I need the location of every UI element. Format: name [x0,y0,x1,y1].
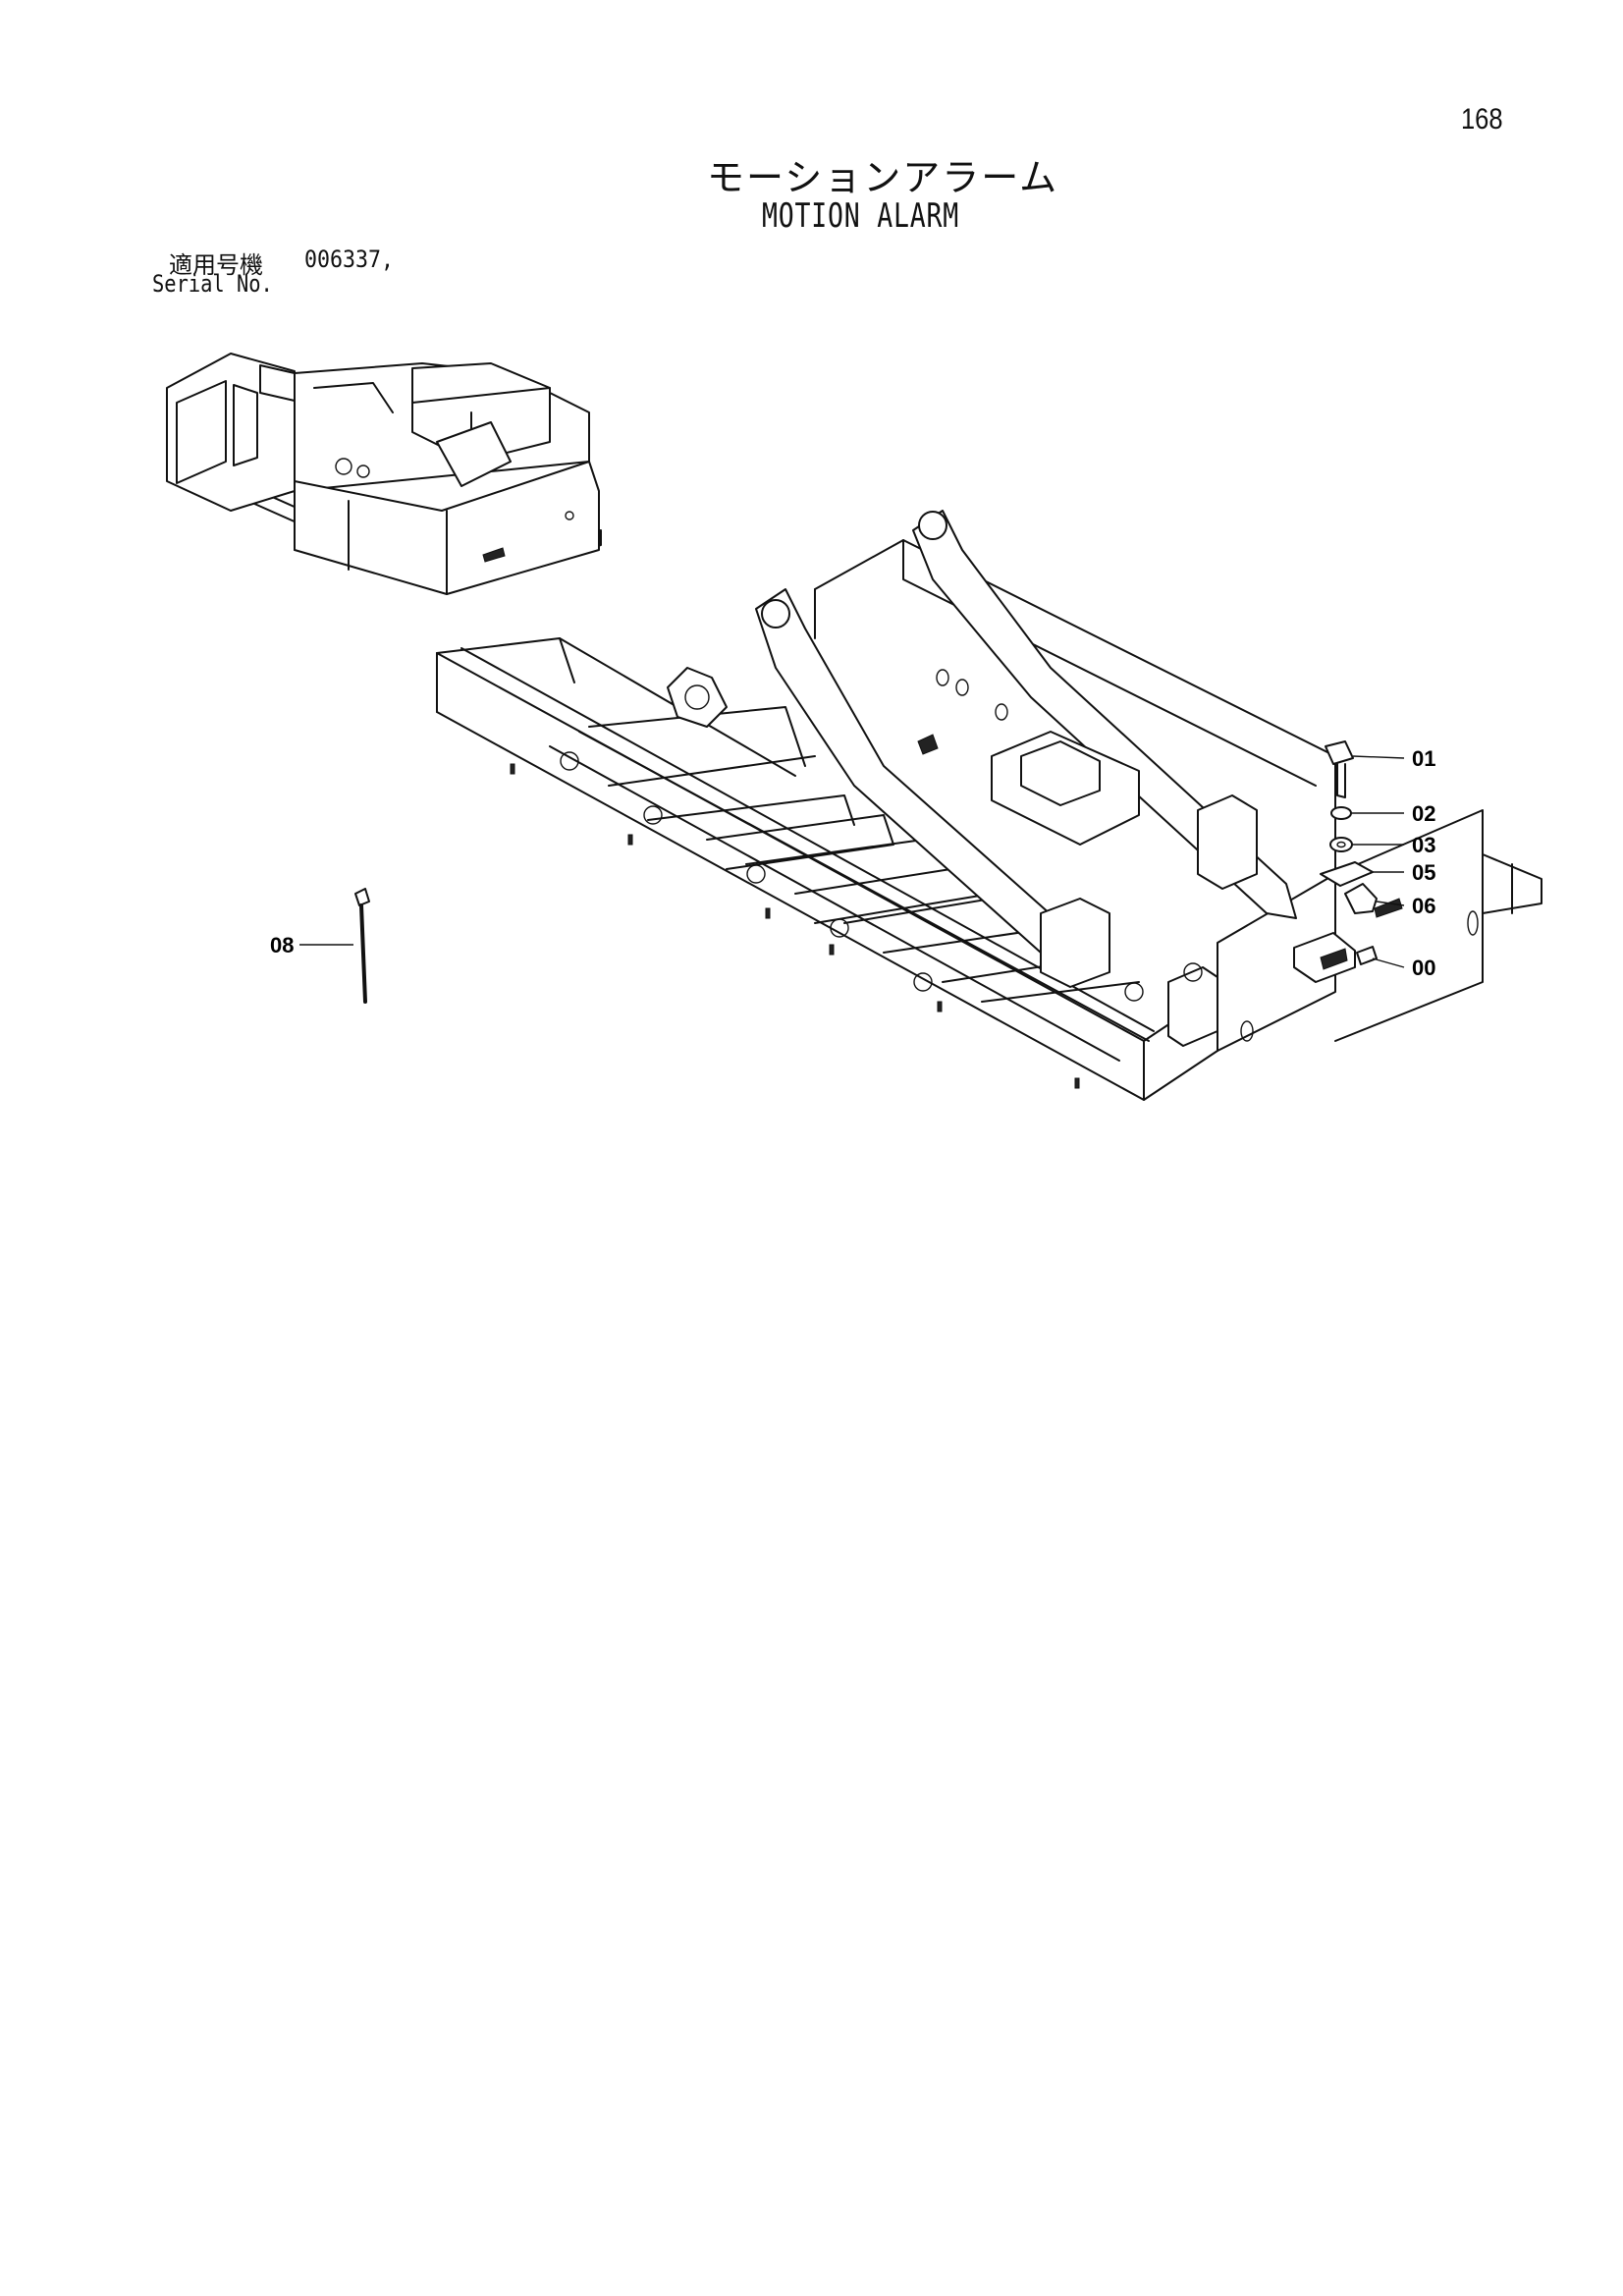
callout-label: 00 [1412,956,1435,980]
callout-labels: 01 02 03 05 06 00 08 [270,746,1435,980]
motion-alarm-parts [299,740,1405,1004]
callout-label: 03 [1412,833,1435,857]
excavator-thumbnail [166,353,602,595]
page-title: MOTION ALARM [762,196,959,236]
callout-label: 05 [1412,860,1435,885]
bolt-icon [1325,740,1354,765]
clip-icon [1344,883,1378,914]
cable-tie-icon [354,888,370,906]
callout-label: 01 [1412,746,1435,771]
main-frame [436,510,1542,1101]
serial-label: Serial No. [152,270,273,298]
page-number: 168 [1461,103,1503,136]
spring-washer-icon [1330,806,1352,820]
callout-label: 02 [1412,801,1435,826]
washer-icon [1329,837,1353,852]
bracket-icon [1320,861,1374,887]
page-title-japanese: モーションアラーム [707,156,1059,199]
serial-label-japanese: 適用号機 [169,251,263,279]
callout-label: 08 [270,933,294,957]
callout-label: 06 [1412,894,1435,918]
serial-number-value: 006337, [304,246,395,273]
